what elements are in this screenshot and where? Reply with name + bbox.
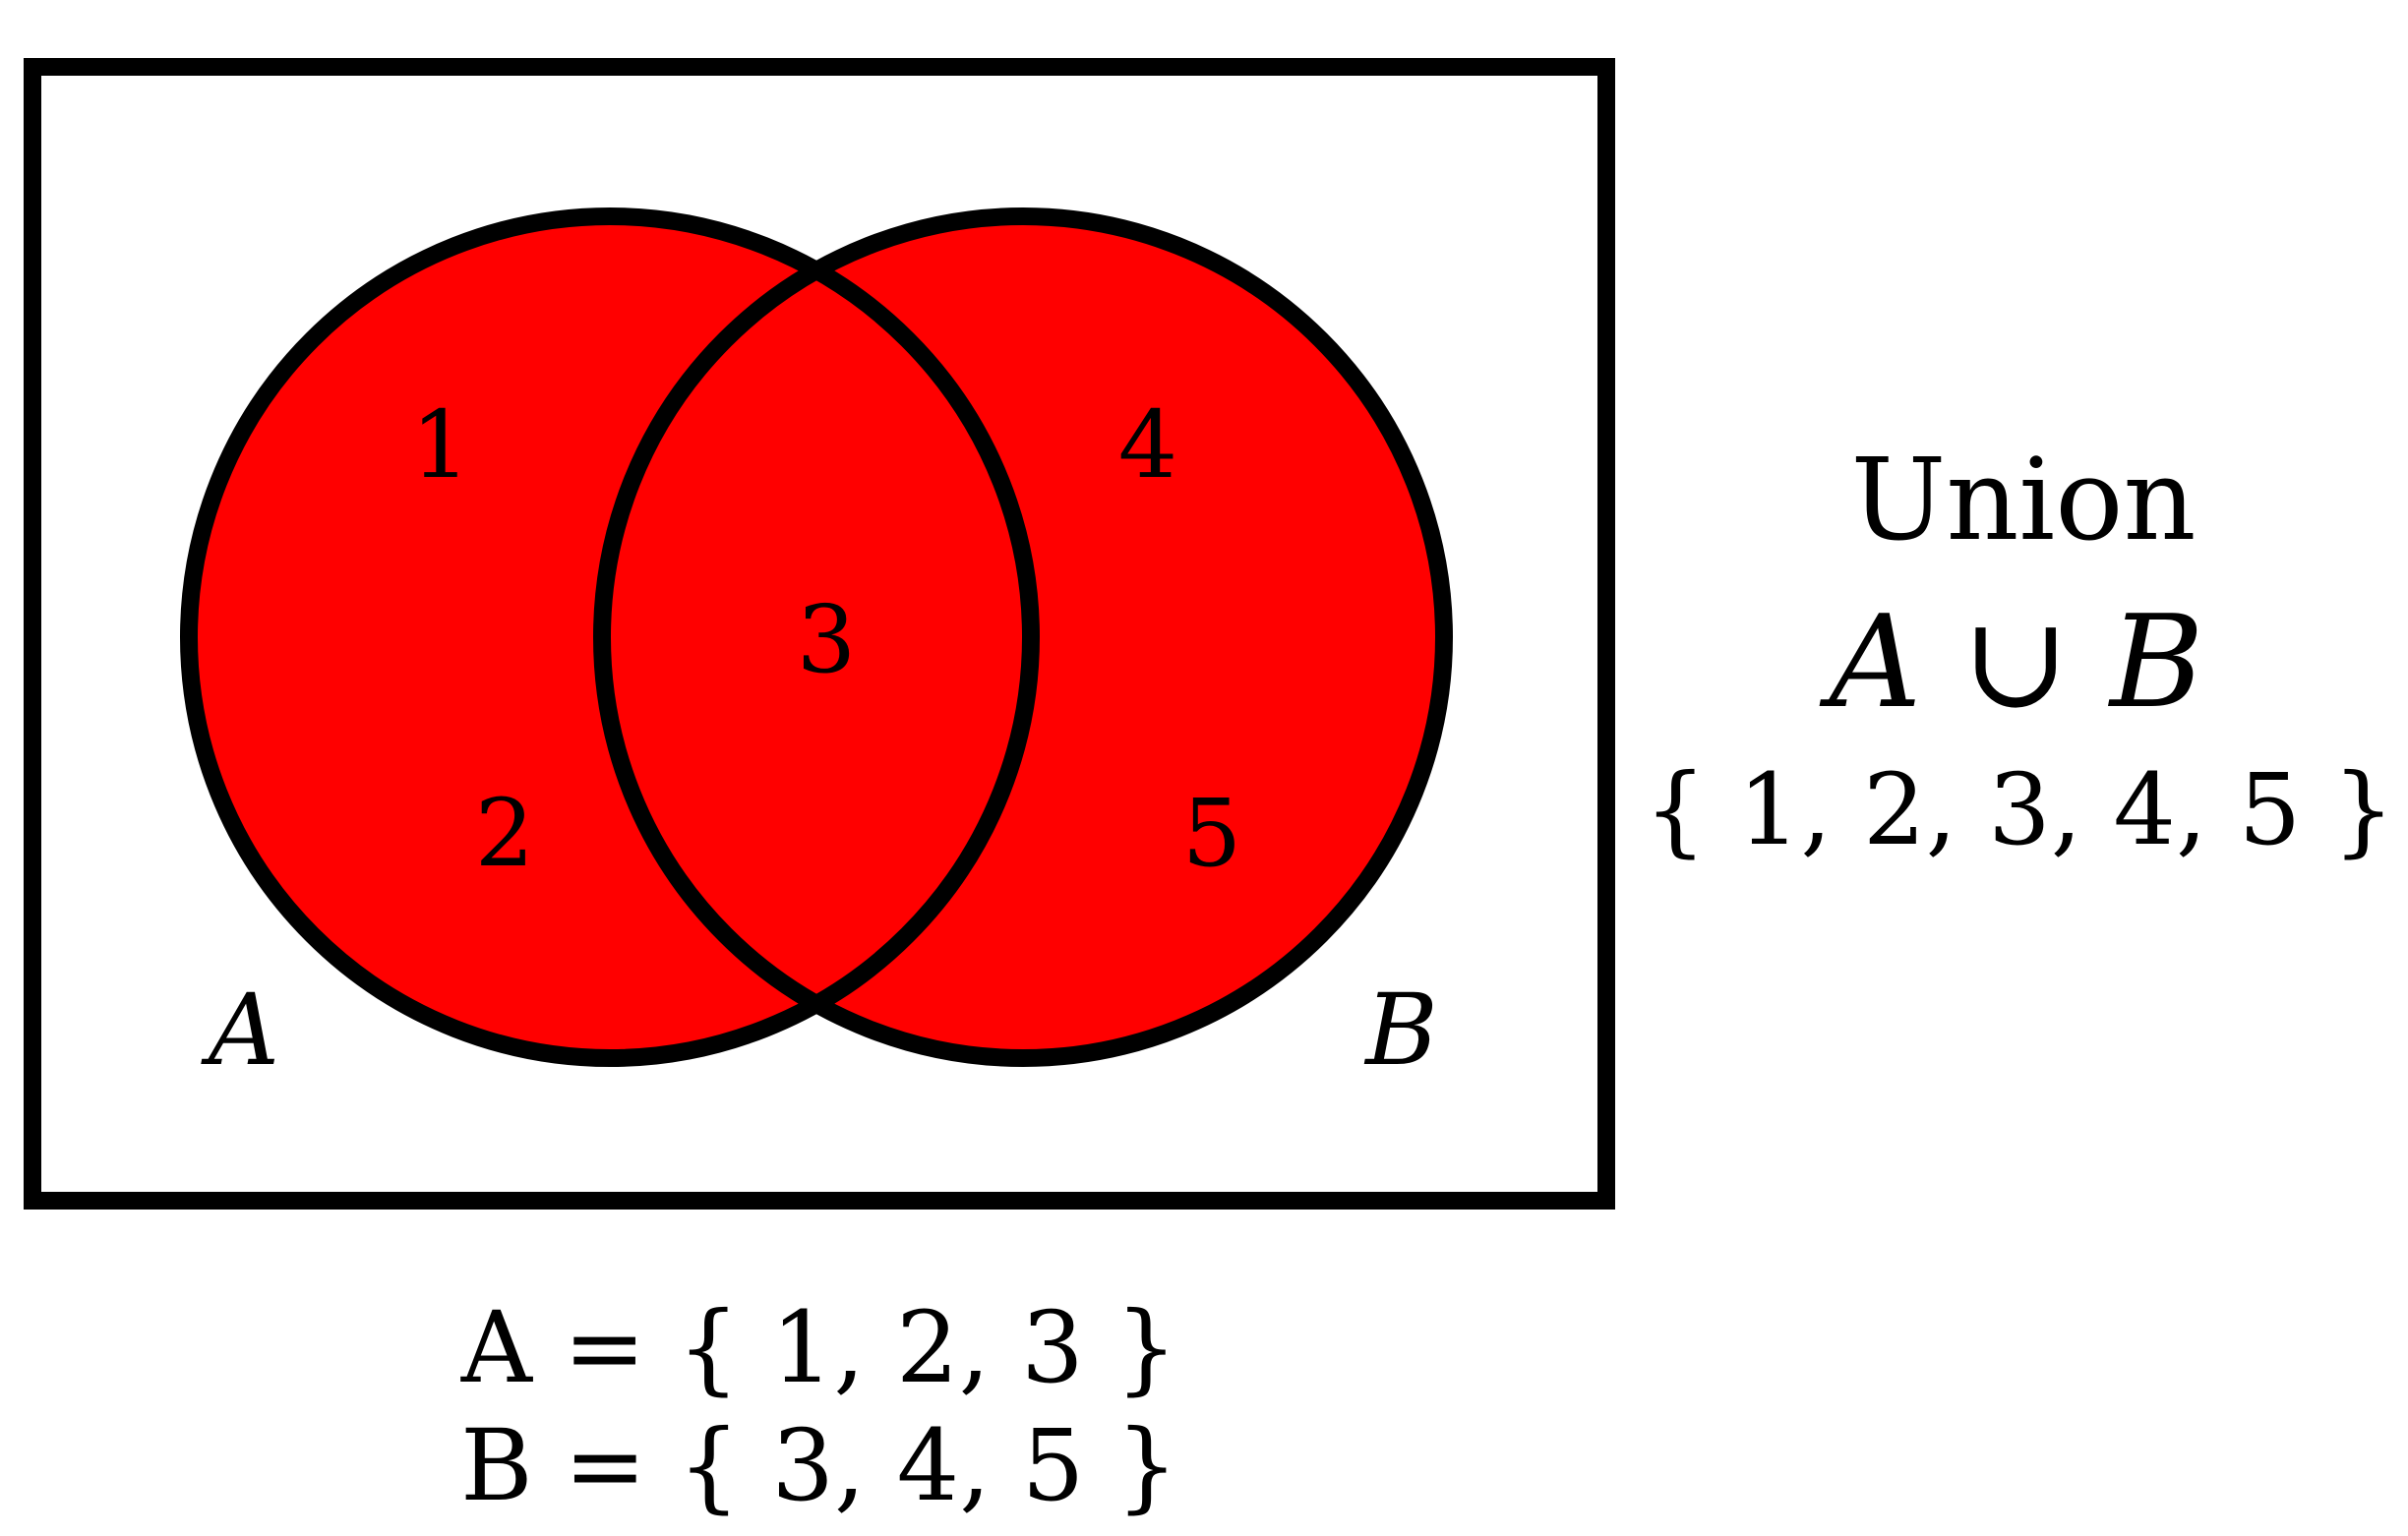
region-intersection-3: 3 xyxy=(797,586,856,694)
operation-expression: A ∪ B xyxy=(1820,587,2204,737)
operation-name: Union xyxy=(1850,435,2196,566)
set-a-label: A xyxy=(201,973,279,1088)
set-b-circle-outline xyxy=(593,207,1453,1067)
set-b-label: B xyxy=(1363,973,1438,1088)
operation-result: { 1, 2, 3, 4, 5 } xyxy=(1644,752,2394,867)
region-b-5: 5 xyxy=(1182,780,1241,888)
set-a-circle-outline xyxy=(180,207,1040,1067)
set-a-definition: A = { 1, 2, 3 } xyxy=(460,1290,1177,1405)
set-b-definition: B = { 3, 4, 5 } xyxy=(460,1408,1178,1523)
region-a-1: 1 xyxy=(411,391,470,500)
region-a-2: 2 xyxy=(475,780,534,888)
region-b-4: 4 xyxy=(1118,391,1177,500)
